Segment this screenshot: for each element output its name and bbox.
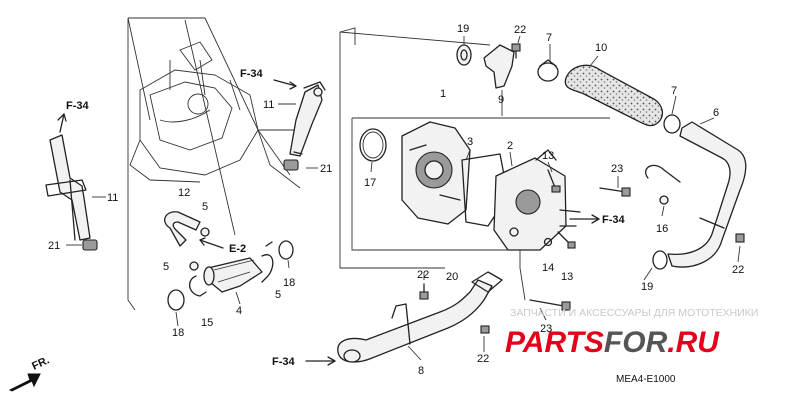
ref-f34-engine: F-34 (240, 68, 297, 90)
callout-22-lower-left: 22 (417, 269, 429, 281)
ref-f34-right-label: F-34 (602, 214, 626, 226)
logo-part-b: FOR (604, 326, 668, 359)
part-11-left-pipe (45, 134, 91, 241)
callout-23-right: 23 (611, 163, 623, 175)
callout-9: 9 (498, 94, 504, 106)
part-3-pump-cover (401, 121, 471, 225)
part-6-pipe (667, 121, 747, 268)
ref-f34-bottom: F-34 (272, 356, 336, 368)
logo-part-a: PARTS (505, 326, 604, 359)
watermark-logo: PARTSFOR.RU (505, 326, 720, 359)
front-direction-label: FR. (30, 354, 51, 372)
callout-18-left: 18 (172, 327, 184, 339)
callout-21-left: 21 (48, 240, 60, 252)
part-9-outlet-pipe (483, 44, 515, 89)
part-22-bolt-lower-right (480, 325, 490, 334)
watermark: ЗАПЧАСТИ И АКСЕССУАРЫ ДЛЯ МОТОТЕХНИКИ PA… (505, 307, 758, 359)
part-14-washer (543, 237, 553, 247)
part-15-clamp (189, 275, 207, 297)
callout-18-right: 18 (283, 277, 295, 289)
callout-5-mid: 5 (163, 261, 169, 273)
callout-2: 2 (507, 140, 513, 152)
callout-19-right: 19 (641, 281, 653, 293)
callout-14: 14 (542, 262, 554, 274)
ref-f34-bottom-label: F-34 (272, 356, 296, 368)
leader-lines (66, 35, 741, 361)
ref-e2: E-2 (199, 237, 246, 255)
front-direction-arrow: FR. (8, 354, 51, 392)
part-22-bolt-top (511, 43, 521, 59)
part-19-seal-right (652, 250, 668, 270)
callout-17: 17 (364, 177, 376, 189)
part-23-bolt-right (599, 187, 631, 197)
diagram-code: MEA4-E1000 (616, 374, 676, 385)
callout-19-top: 19 (457, 23, 469, 35)
callout-22-right: 22 (732, 264, 744, 276)
part-13-bolt-upper (547, 169, 561, 193)
part-18-oring-left (167, 289, 185, 311)
part-23-bolt-long (529, 299, 571, 311)
part-12-small-hose (164, 211, 201, 247)
callout-3: 3 (467, 136, 473, 148)
callout-11-upper: 11 (263, 99, 274, 111)
part-20-gasket (471, 271, 503, 293)
ref-f34-engine-label: F-34 (240, 68, 264, 80)
ref-f34-right: F-34 (569, 214, 626, 226)
callout-1: 1 (440, 88, 446, 100)
engine-block (127, 17, 301, 236)
callout-23-lower: 23 (540, 323, 552, 335)
ref-f34-left-label: F-34 (66, 100, 90, 112)
part-2-thermostat-housing (493, 149, 581, 251)
part-4-hose (203, 257, 263, 293)
part-21-upper-ring (283, 159, 299, 171)
explode-lines (127, 18, 610, 311)
callout-4: 4 (236, 305, 242, 317)
part-17-gasket (359, 128, 387, 162)
part-19-seal-top (456, 44, 472, 66)
part-21-left-ring (82, 239, 98, 251)
part-13-bolt-lower (557, 231, 576, 249)
callout-13-lower: 13 (561, 271, 573, 283)
part-16-bracket (645, 164, 681, 205)
callout-12: 12 (178, 187, 190, 199)
ref-e2-label: E-2 (229, 243, 246, 255)
callout-20: 20 (446, 271, 458, 283)
part-5-clamp-right (261, 241, 274, 283)
callout-7-top: 7 (546, 32, 552, 44)
part-11-upper-pipe (289, 81, 326, 157)
callout-5-upper: 5 (202, 201, 208, 213)
part-5-clip-mid (189, 261, 199, 271)
part-5-clip-upper (200, 227, 210, 237)
callout-15: 15 (201, 317, 213, 329)
callout-6: 6 (713, 107, 719, 119)
part-8-lower-pipe (337, 279, 493, 363)
ref-f34-left: F-34 (57, 100, 90, 133)
callout-8: 8 (418, 365, 424, 377)
callout-16: 16 (656, 223, 668, 235)
callout-21-upper: 21 (320, 163, 332, 175)
callout-7-right: 7 (671, 85, 677, 97)
part-7-clamp-right (663, 114, 681, 134)
callout-22-lower-right: 22 (477, 353, 489, 365)
part-7-clamp-top (537, 59, 559, 82)
part-18-oring-right (278, 240, 294, 260)
part-22-bolt-right (735, 233, 745, 243)
part-10-hose (564, 64, 663, 127)
part-22-bolt-lower-left (419, 283, 429, 300)
logo-part-c: .RU (667, 326, 720, 359)
callout-10: 10 (595, 42, 607, 54)
callout-13-upper: 13 (542, 150, 554, 162)
callout-5-right: 5 (275, 289, 281, 301)
callout-22-top: 22 (514, 24, 526, 36)
watermark-caption: ЗАПЧАСТИ И АКСЕССУАРЫ ДЛЯ МОТОТЕХНИКИ (510, 307, 758, 319)
callout-11-left: 11 (107, 192, 118, 204)
